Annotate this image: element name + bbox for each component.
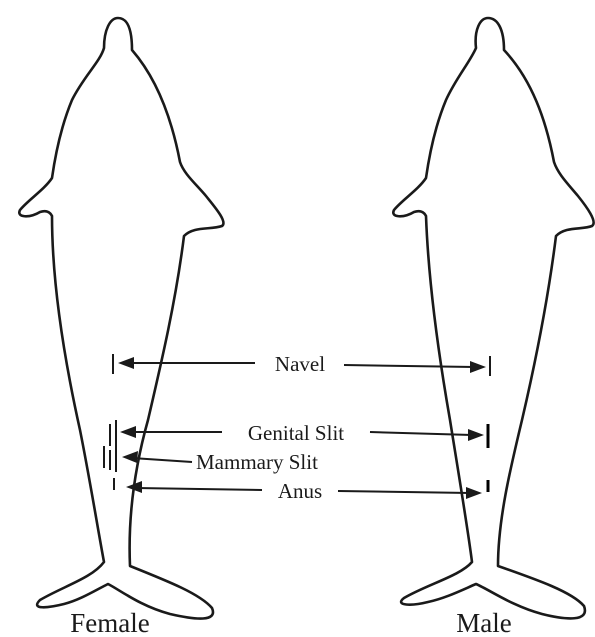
mammary-arrowhead — [122, 451, 138, 463]
mammary-slit-label: Mammary Slit — [196, 450, 318, 474]
mammary-arrow-line — [132, 458, 192, 462]
anus-left-arrow-line — [136, 488, 262, 490]
female-dolphin-outline — [19, 18, 223, 619]
navel-measurement: Navel — [113, 352, 490, 376]
female-caption: Female — [70, 608, 149, 637]
genital-right-arrowhead — [468, 429, 484, 441]
genital-left-arrowhead — [120, 426, 136, 438]
navel-right-arrowhead — [470, 361, 486, 373]
male-caption: Male — [456, 608, 511, 637]
navel-right-arrow-line — [344, 365, 474, 367]
genital-slit-label: Genital Slit — [248, 421, 344, 445]
anus-label: Anus — [278, 479, 322, 503]
male-dolphin-outline — [393, 18, 593, 618]
anus-right-arrowhead — [466, 487, 482, 499]
navel-left-arrowhead — [118, 357, 134, 369]
genital-right-arrow-line — [370, 432, 472, 435]
navel-label: Navel — [275, 352, 325, 376]
anus-measurement: Anus — [114, 478, 488, 503]
anus-right-arrow-line — [338, 491, 470, 493]
